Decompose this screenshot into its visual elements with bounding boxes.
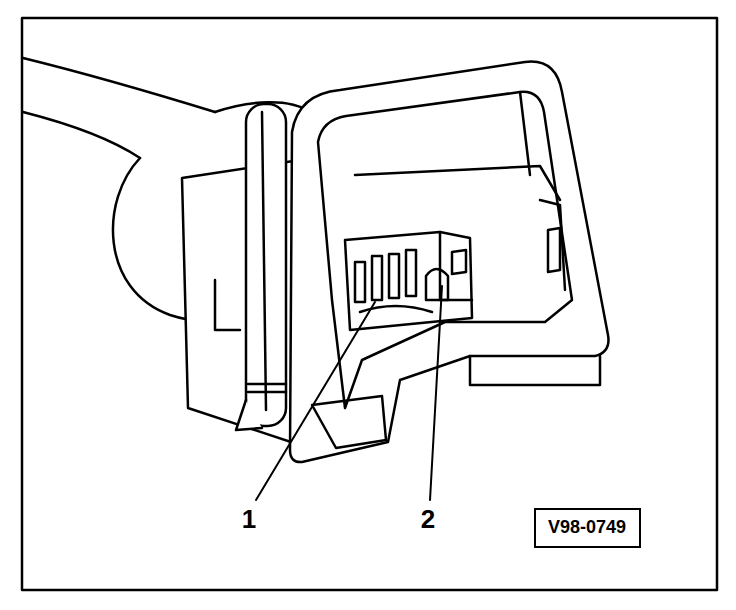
locking-latch	[246, 104, 286, 426]
housing-face	[290, 62, 608, 462]
contact-terminals	[355, 250, 466, 302]
latch-detail	[262, 112, 266, 410]
inner-ledge	[520, 92, 530, 175]
terminal-block	[440, 232, 472, 300]
housing-slot	[312, 396, 386, 448]
figure-frame	[22, 18, 717, 590]
callout-number: 2	[421, 506, 435, 532]
contact-terminal	[389, 254, 399, 298]
contact-terminal	[406, 250, 416, 296]
latch-ring	[248, 384, 286, 392]
housing-detail	[215, 280, 240, 330]
leader-line	[256, 302, 375, 500]
locking-tab	[426, 269, 448, 300]
contact-terminal	[452, 250, 466, 274]
side-rib	[540, 200, 565, 290]
figure-id-box: V98-0749	[534, 508, 641, 548]
terminal-block	[345, 232, 472, 330]
cable-edge	[23, 112, 140, 158]
contact-terminal	[372, 256, 382, 300]
side-rib	[548, 228, 560, 272]
callout-number: 1	[242, 506, 256, 532]
leader-line	[430, 286, 442, 500]
latch-foot	[236, 400, 262, 430]
contact-terminal	[355, 262, 365, 302]
figure-id: V98-0749	[548, 518, 627, 538]
housing-opening	[318, 92, 572, 408]
cable-edge	[23, 58, 215, 112]
housing-base	[470, 356, 600, 385]
